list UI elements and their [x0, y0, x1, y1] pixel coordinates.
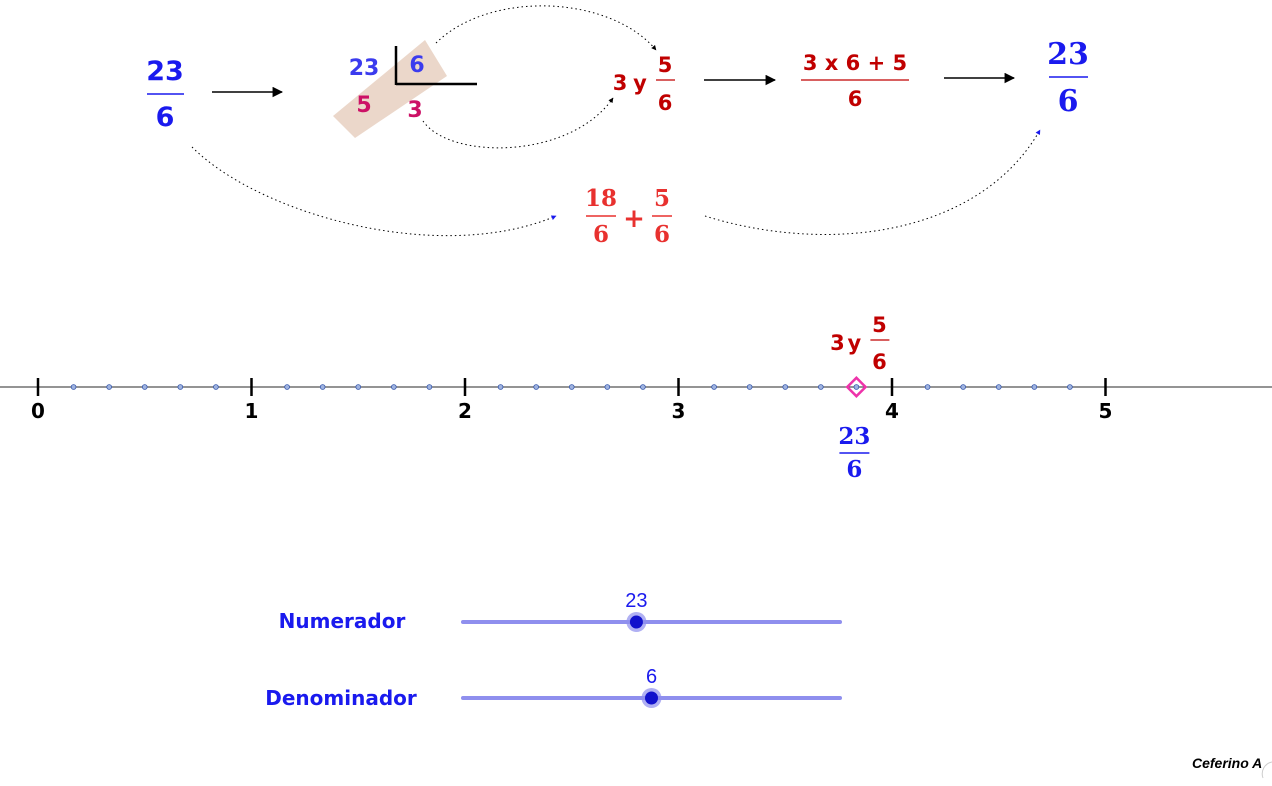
mixed-number-whole: 3 — [613, 71, 628, 95]
number-line-subdivision-point — [640, 384, 646, 390]
number-line-subdivision-point — [177, 384, 184, 390]
number-line-subdivision-point — [782, 384, 789, 390]
mixed-number-connector: y — [633, 71, 647, 95]
number-line-subdivision-point — [1067, 384, 1073, 390]
number-line-subdivision-point — [818, 384, 824, 390]
original-fraction-numerator: 23 — [146, 56, 184, 87]
number-line-mixed-connector: y — [848, 331, 862, 355]
number-line-subdivision-point — [1031, 384, 1038, 390]
number-line-tick-label-4: 4 — [885, 399, 899, 423]
number-line-subdivision-point — [746, 384, 753, 390]
number-line-tick-label-3: 3 — [672, 399, 686, 423]
denominador-label: Denominador — [265, 686, 417, 710]
conversion-expression: 3 x 6 + 5 6 — [801, 51, 909, 111]
result-fraction-numerator: 23 — [1047, 37, 1089, 72]
number-line-subdivision-point — [995, 384, 1002, 390]
original-fraction: 23 6 — [146, 56, 184, 133]
sum-first-numerator: 18 — [585, 185, 617, 212]
number-line-fraction-numerator: 23 — [838, 423, 870, 450]
result-fraction: 23 6 — [1047, 37, 1089, 119]
numerador-value: 23 — [625, 590, 647, 612]
number-line-subdivision-point — [497, 384, 504, 390]
number-line-mixed-denominator: 6 — [872, 350, 887, 374]
number-line-subdivision-point — [924, 384, 931, 390]
numerador-slider[interactable]: Numerador 23 — [279, 590, 842, 633]
number-line-subdivision-point — [319, 384, 326, 390]
number-line-subdivision-point — [533, 384, 539, 390]
division-quotient: 3 — [407, 98, 422, 123]
sum-first-denominator: 6 — [593, 221, 609, 248]
number-line-fraction-label: 23 6 — [838, 423, 870, 483]
dotted-arrow-remainder-to-numerator — [435, 5, 657, 51]
number-line-subdivision-points — [70, 384, 1073, 390]
conversion-denominator: 6 — [848, 87, 863, 111]
dotted-arrow-fraction-to-sum — [191, 146, 557, 237]
number-line-mixed-label: 3 y 5 6 — [830, 313, 890, 374]
number-line-subdivision-point — [284, 384, 290, 390]
number-line-tick-label-5: 5 — [1099, 399, 1113, 423]
denominador-slider-thumb[interactable] — [645, 691, 658, 705]
mixed-number-numerator: 5 — [658, 53, 673, 77]
number-line-subdivision-point — [604, 384, 611, 390]
dotted-arrow-sum-to-result — [704, 129, 1041, 235]
number-line-subdivision-point — [711, 384, 717, 390]
denominador-slider[interactable]: Denominador 6 — [265, 666, 842, 710]
mixed-number-denominator: 6 — [658, 91, 673, 115]
number-line-subdivision-point — [106, 384, 112, 390]
number-line-subdivision-point — [213, 384, 219, 390]
numerador-slider-thumb[interactable] — [629, 615, 643, 629]
number-line-mixed-whole: 3 — [830, 331, 845, 355]
number-line-tick-label-2: 2 — [458, 399, 472, 423]
division-dividend: 23 — [349, 56, 380, 81]
original-fraction-denominator: 6 — [156, 102, 175, 133]
dotted-arrow-quotient-to-whole — [422, 97, 614, 149]
number-line-mixed-numerator: 5 — [872, 313, 887, 337]
remainder-highlight — [333, 40, 447, 138]
number-line-tick-label-1: 1 — [245, 399, 259, 423]
number-line-tick-label-0: 0 — [31, 399, 45, 423]
result-fraction-denominator: 6 — [1058, 84, 1079, 119]
number-line-point-diamond[interactable] — [845, 376, 868, 398]
number-line-major-ticks: 0 1 2 3 4 5 — [31, 378, 1112, 423]
denominador-value: 6 — [646, 666, 657, 688]
conversion-numerator: 3 x 6 + 5 — [803, 51, 907, 75]
division-remainder: 5 — [356, 93, 371, 118]
number-line-subdivision-point — [355, 384, 362, 390]
number-line-subdivision-point — [568, 384, 575, 390]
corner-decoration — [1261, 761, 1272, 779]
number-line-subdivision-point — [391, 384, 397, 390]
long-division: 23 6 5 3 — [333, 40, 477, 138]
sum-second-denominator: 6 — [654, 221, 670, 248]
sum-expression: 18 6 + 5 6 — [585, 185, 672, 248]
sum-operator: + — [623, 204, 645, 234]
number-line-subdivision-point — [426, 384, 433, 390]
sum-second-numerator: 5 — [654, 185, 670, 212]
division-divisor: 6 — [409, 53, 424, 78]
number-line-subdivision-point — [70, 384, 77, 390]
number-line-fraction-denominator: 6 — [846, 456, 862, 483]
numerador-label: Numerador — [279, 609, 406, 633]
number-line-point-dot — [853, 384, 860, 390]
number-line-point-marker[interactable] — [845, 376, 868, 398]
author-credit: Ceferino A — [1192, 755, 1262, 771]
number-line-subdivision-point — [141, 384, 148, 390]
mixed-number: 3 y 5 6 — [613, 53, 675, 115]
number-line-subdivision-point — [960, 384, 966, 390]
